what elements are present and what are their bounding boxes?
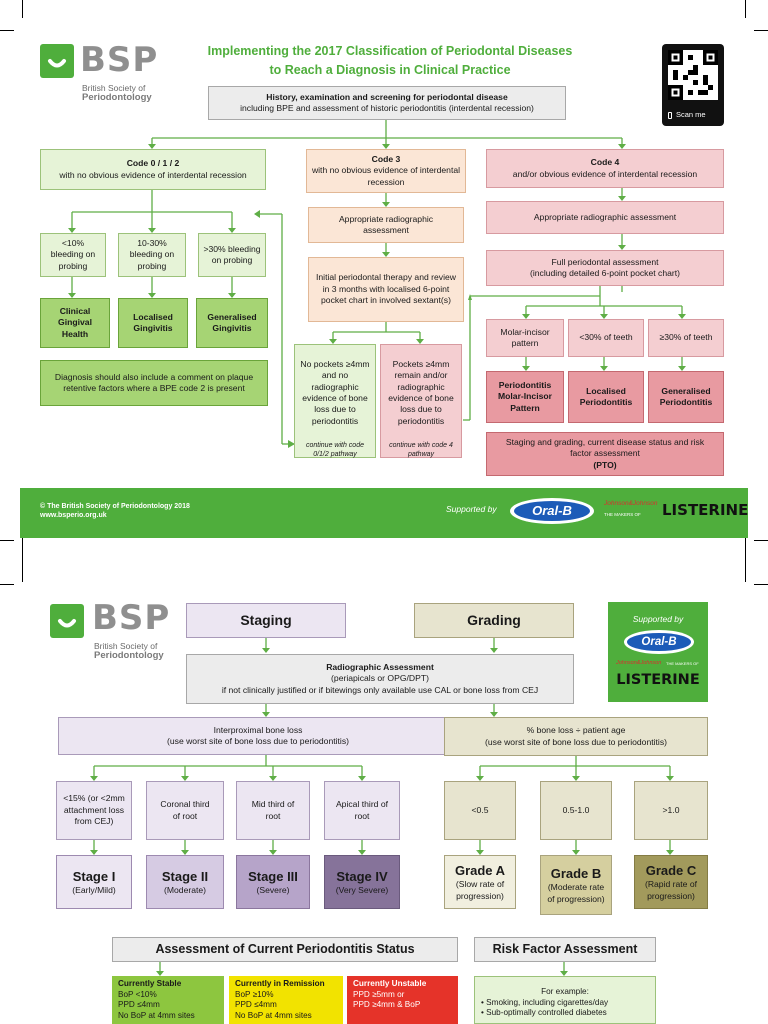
oralb-logo: Oral-B xyxy=(624,630,694,654)
oralb-logo: Oral-B xyxy=(510,498,594,524)
crop-mark xyxy=(22,0,23,18)
localised-periodontitis-box: Localised Periodontitis xyxy=(568,371,644,423)
bleeding-gt30-box: >30% bleeding on probing xyxy=(198,233,266,277)
no-pockets-box: No pockets ≥4mm and no radiographic evid… xyxy=(294,344,376,458)
full-assessment-box: Full periodontal assessment(including de… xyxy=(486,250,724,286)
jj-logo: Johnson&Johnson xyxy=(604,500,658,507)
crop-mark xyxy=(0,584,14,585)
crop-mark xyxy=(22,522,23,582)
footer-bar: © The British Society of Periodontology … xyxy=(20,488,748,538)
bone-loss-age-box: % bone loss ÷ patient age(use worst site… xyxy=(444,717,708,756)
lt30-teeth-box: <30% of teeth xyxy=(568,319,644,357)
phone-icon xyxy=(668,111,672,119)
grade-05-10-box: 0.5-1.0 xyxy=(540,781,612,840)
clinical-gingival-health-box: Clinical Gingival Health xyxy=(40,298,110,348)
sponsor-label: Supported by xyxy=(632,614,684,624)
stage-2-box: Stage II(Moderate) xyxy=(146,855,224,909)
current-status-header: Assessment of Current Periodontitis Stat… xyxy=(112,937,458,962)
molar-incisor-box: Molar-incisor pattern xyxy=(486,319,564,357)
crop-mark xyxy=(0,30,14,31)
periodontitis-mip-box: Periodontitis Molar-Incisor Pattern xyxy=(486,371,564,423)
diagnosis-note-box: Diagnosis should also include a comment … xyxy=(40,360,268,406)
ge30-teeth-box: ≥30% of teeth xyxy=(648,319,724,357)
staging-header: Staging xyxy=(186,603,346,638)
interproximal-bone-loss-box: Interproximal bone loss(use worst site o… xyxy=(58,717,458,755)
stage-1-box: Stage I(Early/Mild) xyxy=(56,855,132,909)
staging-grading-box: Staging and grading, current disease sta… xyxy=(486,432,724,476)
crop-mark xyxy=(754,584,768,585)
bleeding-lt10-box: <10% bleeding on probing xyxy=(40,233,106,277)
footer-supported-label: Supported by xyxy=(446,504,497,514)
listerine-logo: LISTERINE xyxy=(616,672,700,688)
bsp-logo-text: BSP xyxy=(92,598,171,638)
qr-scan-label: Scan me xyxy=(668,110,706,119)
crop-mark xyxy=(754,30,768,31)
generalised-gingivitis-box: Generalised Gingivitis xyxy=(196,298,268,348)
crop-mark xyxy=(745,522,746,582)
bsp-logo-icon xyxy=(40,44,74,78)
makers-of-label: THE MAKERS OF xyxy=(666,661,699,666)
risk-factor-box: For example: • Smoking, including cigare… xyxy=(474,976,656,1024)
page-title: Implementing the 2017 Classification of … xyxy=(207,44,573,77)
coronal-third-box: Coronal third of root xyxy=(146,781,224,840)
stage-3-box: Stage III(Severe) xyxy=(236,855,310,909)
listerine-logo: LISTERINE xyxy=(662,501,749,519)
jj-logo: Johnson&Johnson xyxy=(616,660,662,666)
grade-c-box: Grade C(Rapid rate of progression) xyxy=(634,855,708,909)
stage-4-box: Stage IV(Very Severe) xyxy=(324,855,400,909)
qr-code-icon xyxy=(668,50,718,100)
crop-mark xyxy=(0,540,14,541)
makers-of-label: THE MAKERS OF xyxy=(604,512,641,517)
crop-mark xyxy=(754,540,768,541)
grade-b-box: Grade B(Moderate rate of progression) xyxy=(540,855,612,915)
history-box: History, examination and screening for p… xyxy=(208,86,566,120)
footer-copyright: © The British Society of Periodontology … xyxy=(40,503,190,520)
grade-a-box: Grade A(Slow rate of progression) xyxy=(444,855,516,909)
mid-third-box: Mid third of root xyxy=(236,781,310,840)
bleeding-10-30-box: 10-30% bleeding on probing xyxy=(118,233,186,277)
radiographic-assessment-code4: Appropriate radiographic assessment xyxy=(486,201,724,234)
grading-header: Grading xyxy=(414,603,574,638)
radiographic-assessment-box: Radiographic Assessment (periapicals or … xyxy=(186,654,574,704)
apical-third-box: Apical third of root xyxy=(324,781,400,840)
bsp-logo-text: BSP xyxy=(80,40,159,80)
generalised-periodontitis-box: Generalised Periodontitis xyxy=(648,371,724,423)
risk-factor-header: Risk Factor Assessment xyxy=(474,937,656,962)
risk-item: • Sub-optimally controlled diabetes xyxy=(481,1008,607,1018)
bsp-logo-icon xyxy=(50,604,84,638)
localised-gingivitis-box: Localised Gingivitis xyxy=(118,298,188,348)
qr-code[interactable]: Scan me xyxy=(662,44,724,126)
risk-item: • Smoking, including cigarettes/day xyxy=(481,997,609,1007)
lt15-box: <15% (or <2mm attachment loss from CEJ) xyxy=(56,781,132,840)
sponsor-panel: Supported by Oral-B Johnson&Johnson THE … xyxy=(608,602,708,702)
crop-mark xyxy=(745,0,746,18)
initial-therapy-box: Initial periodontal therapy and review i… xyxy=(308,257,464,322)
pockets-remain-box: Pockets ≥4mm remain and/or radiographic … xyxy=(380,344,462,458)
radiographic-assessment-code3: Appropriate radiographic assessment xyxy=(308,207,464,243)
grade-lt05-box: <0.5 xyxy=(444,781,516,840)
grade-gt10-box: >1.0 xyxy=(634,781,708,840)
